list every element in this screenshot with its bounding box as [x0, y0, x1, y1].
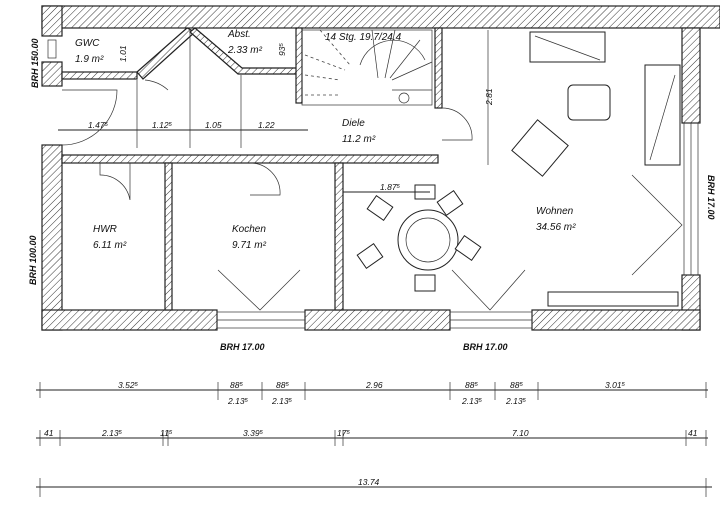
dim-row3-total: 13.74: [358, 477, 380, 487]
dim-row1b-3: 2.13⁵: [461, 396, 483, 406]
room-name-kochen: Kochen: [232, 224, 266, 235]
brh-right: BRH 17.00: [706, 175, 716, 220]
room-area-diele: 11.2 m²: [342, 134, 376, 145]
dim-row2-5: 17⁵: [337, 428, 350, 438]
room-name-abst: Abst.: [227, 29, 251, 40]
dimension-row-3: 13.74: [36, 477, 712, 497]
brh-left-top: BRH 150.00: [30, 38, 40, 88]
brh-bottom-right: BRH 17.00: [463, 342, 508, 352]
room-area-wohnen: 34.56 m²: [536, 222, 576, 233]
dimension-row-2: 41 2.13⁵ 11⁵ 3.39⁵ 17⁵ 7.10 41: [36, 428, 708, 446]
dimension-row-1: 3.52⁵ 88⁵ 88⁵ 2.96 88⁵ 88⁵ 3.01⁵ 2.13⁵ 2…: [36, 380, 708, 406]
windows: [47, 39, 699, 329]
dim-row1-2: 88⁵: [230, 380, 243, 390]
room-area-gwc: 1.9 m²: [75, 54, 104, 65]
dim-hall-3: 1.05: [205, 120, 222, 130]
dim-row2-1: 41: [44, 428, 54, 438]
stairs-label: 14 Stg. 19.7/24.4: [325, 32, 402, 43]
dim-row2-2: 2.13⁵: [101, 428, 123, 438]
room-name-hwr: HWR: [93, 224, 117, 235]
dim-dining: 1.87⁵: [380, 182, 401, 192]
dim-row1-6: 88⁵: [510, 380, 523, 390]
door-swings: [61, 79, 683, 311]
dim-row1b-1: 2.13⁵: [227, 396, 249, 406]
dim-row2-4: 3.39⁵: [243, 428, 264, 438]
staircase: [301, 29, 433, 106]
dim-row2-7: 41: [688, 428, 698, 438]
dim-row1b-4: 2.13⁵: [505, 396, 527, 406]
dim-row1-7: 3.01⁵: [605, 380, 626, 390]
room-area-hwr: 6.11 m²: [93, 240, 127, 251]
room-area-abst: 2.33 m²: [227, 45, 263, 56]
brh-bottom-left: BRH 17.00: [220, 342, 265, 352]
dim-abst-depth: 93⁵: [277, 43, 287, 56]
dim-row2-3: 11⁵: [160, 428, 173, 438]
dim-gwc-width: 1.01: [118, 45, 128, 62]
interior-walls: [61, 27, 443, 311]
dim-row1-5: 88⁵: [465, 380, 478, 390]
dim-hall-1: 1.47⁵: [88, 120, 109, 130]
dim-wohnen-depth: 2.81: [484, 88, 494, 106]
dim-hall-2: 1.12⁵: [152, 120, 173, 130]
dim-row1b-2: 2.13⁵: [271, 396, 293, 406]
dim-row1-3: 88⁵: [276, 380, 289, 390]
exterior-walls: [41, 5, 720, 331]
room-area-kochen: 9.71 m²: [232, 240, 267, 251]
dim-hall-4: 1.22: [258, 120, 275, 130]
inner-dimension-lines: [58, 30, 489, 193]
room-name-wohnen: Wohnen: [536, 206, 574, 217]
furniture: [356, 31, 681, 307]
dim-row1-1: 3.52⁵: [118, 380, 139, 390]
room-name-diele: Diele: [342, 118, 365, 129]
room-name-gwc: GWC: [75, 38, 100, 49]
brh-left-bottom: BRH 100.00: [28, 235, 38, 285]
dim-row1-4: 2.96: [365, 380, 383, 390]
dim-row2-6: 7.10: [512, 428, 529, 438]
